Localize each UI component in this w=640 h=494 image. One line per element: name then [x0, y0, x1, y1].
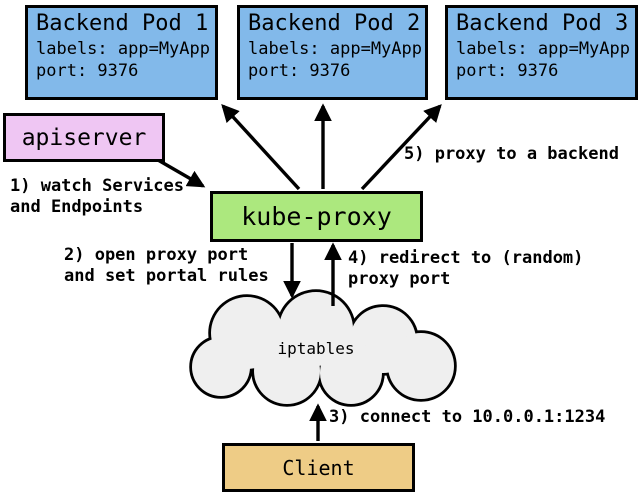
apiserver-label: apiserver [21, 124, 147, 151]
backend-pod-1-labels: labels: app=MyApp [36, 39, 210, 59]
backend-pod-1-port: port: 9376 [36, 61, 139, 81]
backend-pod-3-labels: labels: app=MyApp [456, 39, 630, 59]
annotation-step5-line1: 5) proxy to a backend [404, 144, 619, 164]
kube-proxy-label: kube-proxy [241, 202, 392, 231]
iptables-label: iptables [277, 339, 355, 358]
arrow-kubeproxy-to-pod1 [221, 104, 301, 191]
backend-pod-2-labels: labels: app=MyApp [248, 39, 422, 59]
annotation-step1-line1: 1) watch Services [10, 176, 184, 196]
annotation-step3-line1: 3) connect to 10.0.0.1:1234 [329, 407, 606, 427]
iptables-cloud [189, 289, 457, 407]
backend-pod-3-box: Backend Pod 3 labels: app=MyApp port: 93… [445, 5, 638, 100]
annotation-step4-line1: 4) redirect to (random) [348, 248, 584, 268]
annotation-step2-line2: and set portal rules [64, 266, 269, 286]
backend-pod-1-box: Backend Pod 1 labels: app=MyApp port: 93… [25, 5, 218, 100]
client-box: Client [222, 443, 415, 492]
annotation-step4-line2: proxy port [348, 269, 451, 289]
annotation-step4: 4) redirect to (random) proxy port [348, 248, 583, 290]
backend-pod-1-title: Backend Pod 1 [36, 11, 209, 36]
annotation-step1-line2: and Endpoints [10, 197, 144, 217]
annotation-step1: 1) watch Services and Endpoints [10, 176, 184, 218]
backend-pod-2-port: port: 9376 [248, 61, 351, 81]
apiserver-box: apiserver [3, 113, 165, 162]
annotation-step2: 2) open proxy port and set portal rules [64, 245, 269, 287]
arrow-kubeproxy-to-pod3 [360, 104, 442, 191]
backend-pod-3-port: port: 9376 [456, 61, 559, 81]
backend-pod-2-title: Backend Pod 2 [248, 11, 421, 36]
annotation-step3: 3) connect to 10.0.0.1:1234 [329, 407, 605, 428]
annotation-step2-line1: 2) open proxy port [64, 245, 249, 265]
kube-proxy-box: kube-proxy [210, 191, 423, 242]
backend-pod-2-box: Backend Pod 2 labels: app=MyApp port: 93… [237, 5, 428, 100]
backend-pod-3-title: Backend Pod 3 [456, 11, 629, 36]
client-label: Client [282, 455, 355, 480]
arrow-apiserver-to-kubeproxy [157, 158, 206, 188]
annotation-step5: 5) proxy to a backend [404, 144, 619, 165]
cloud-body [192, 292, 454, 404]
